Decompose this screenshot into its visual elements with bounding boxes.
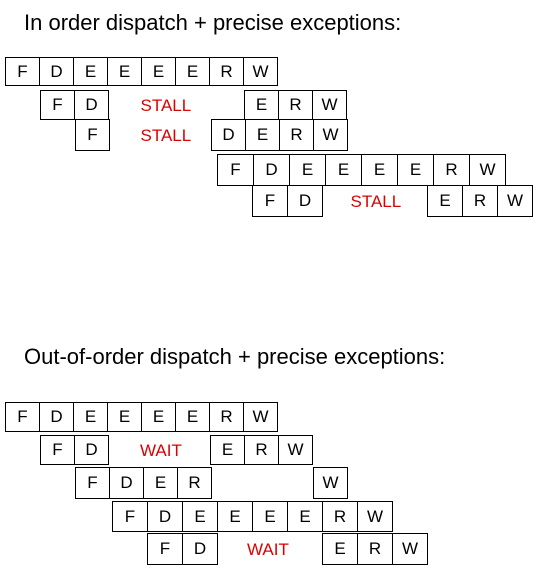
section-title: In order dispatch + precise exceptions: [24, 10, 402, 35]
pipeline-cell: R [462, 185, 498, 217]
pipeline-cell: E [289, 154, 326, 186]
pipeline-cell: W [392, 533, 428, 565]
pipeline-cell: E [141, 402, 176, 432]
pipeline-cell: W [497, 185, 533, 217]
pipeline-cell: E [397, 154, 434, 186]
stall-label: STALL [350, 191, 402, 211]
pipeline-cell: R [209, 57, 244, 86]
wait-label: WAIT [247, 539, 289, 559]
pipeline-cell: R [177, 467, 212, 499]
pipeline-cell: W [278, 435, 313, 465]
pipeline-cell: R [278, 90, 313, 120]
pipeline-cell: F [112, 501, 148, 532]
pipeline-cell: E [107, 402, 142, 432]
pipeline-cell: D [74, 435, 109, 465]
pipeline-cell: D [109, 467, 144, 499]
pipeline-cell: D [39, 402, 74, 432]
pipeline-cell: E [217, 501, 253, 532]
pipeline-cell: F [40, 435, 75, 465]
pipeline-cell: D [147, 501, 183, 532]
wait-label: WAIT [140, 440, 182, 460]
pipeline-cell: F [5, 57, 40, 86]
pipeline-cell: F [217, 154, 254, 186]
pipeline-cell: E [175, 402, 210, 432]
pipeline-cell: F [147, 533, 183, 565]
pipeline-cell: F [40, 90, 75, 120]
pipeline-cell: E [210, 435, 245, 465]
stall-label: STALL [140, 125, 192, 145]
pipeline-cell: R [433, 154, 470, 186]
pipeline-cell: E [322, 533, 358, 565]
pipeline-cell: R [322, 501, 358, 532]
stall-label: STALL [140, 95, 192, 115]
pipeline-cell: E [287, 501, 323, 532]
pipeline-cell: R [357, 533, 393, 565]
pipeline-cell: F [5, 402, 40, 432]
pipeline-cell: F [75, 467, 110, 499]
pipeline-cell: D [74, 90, 109, 120]
pipeline-cell: W [243, 402, 278, 432]
pipeline-cell: E [245, 119, 280, 151]
pipeline-cell: R [209, 402, 244, 432]
pipeline-cell: W [313, 467, 348, 499]
pipeline-cell: D [182, 533, 218, 565]
pipeline-cell: D [211, 119, 246, 151]
pipeline-cell: E [73, 57, 108, 86]
pipeline-cell: R [279, 119, 314, 151]
pipeline-cell: E [107, 57, 142, 86]
pipeline-cell: E [252, 501, 288, 532]
pipeline-cell: E [141, 57, 176, 86]
pipeline-cell: E [325, 154, 362, 186]
pipeline-cell: E [244, 90, 279, 120]
pipeline-cell: D [253, 154, 290, 186]
pipeline-cell: R [244, 435, 279, 465]
pipeline-cell: D [287, 185, 323, 217]
pipeline-cell: E [182, 501, 218, 532]
pipeline-cell: E [427, 185, 463, 217]
section-title: Out-of-order dispatch + precise exceptio… [24, 344, 446, 369]
pipeline-cell: E [361, 154, 398, 186]
pipeline-cell: W [469, 154, 506, 186]
pipeline-cell: E [175, 57, 210, 86]
pipeline-cell: D [39, 57, 74, 86]
pipeline-cell: E [143, 467, 178, 499]
pipeline-cell: W [313, 119, 348, 151]
pipeline-cell: F [252, 185, 288, 217]
pipeline-cell: W [243, 57, 278, 86]
pipeline-cell: W [312, 90, 347, 120]
pipeline-cell: W [357, 501, 393, 532]
pipeline-cell: F [75, 119, 110, 151]
pipeline-cell: E [73, 402, 108, 432]
